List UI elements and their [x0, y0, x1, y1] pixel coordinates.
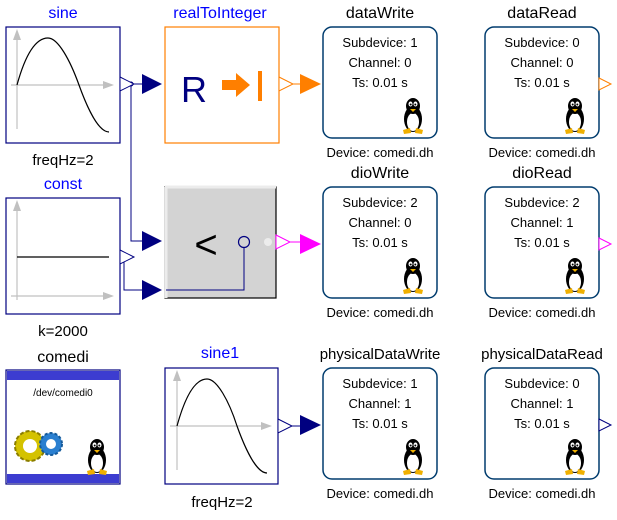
io-output-port[interactable]	[598, 77, 613, 91]
io-block-ts: Ts: 0.01 s	[514, 75, 570, 90]
io-block-ts: Ts: 0.01 s	[514, 416, 570, 431]
sine1-y-axis-arrow	[173, 370, 181, 381]
io-block-channel: Channel: 0	[511, 55, 574, 70]
block-less[interactable]: <	[142, 185, 292, 300]
io-block-channel: Channel: 1	[511, 215, 574, 230]
integer-bar-icon	[258, 71, 262, 101]
block-const-name: const	[44, 176, 83, 193]
block-sine-name: sine	[48, 5, 77, 22]
io-block-name: dataWrite	[346, 5, 414, 22]
block-sine1-name: sine1	[201, 345, 239, 362]
io-block-channel: Channel: 1	[511, 396, 574, 411]
less-internal-input-circle	[237, 235, 251, 249]
io-block-device: Device: comedi.dh	[489, 145, 596, 160]
io-block-name: dioWrite	[351, 165, 409, 182]
block-realToInteger-name: realToInteger	[173, 5, 267, 22]
block-sine1-param: freqHz=2	[191, 494, 252, 511]
io-block-device: Device: comedi.dh	[327, 486, 434, 501]
block-sine-param: freqHz=2	[32, 152, 93, 169]
io-input-port[interactable]	[300, 234, 321, 254]
sine-curve	[16, 37, 110, 133]
io-block-name: physicalDataWrite	[320, 346, 441, 363]
io-input-port[interactable]	[300, 74, 321, 94]
io-block-subdevice: Subdevice: 0	[504, 35, 579, 50]
io-block-ts: Ts: 0.01 s	[352, 416, 408, 431]
io-block-subdevice: Subdevice: 1	[342, 35, 417, 50]
io-block-ts: Ts: 0.01 s	[352, 75, 408, 90]
io-block-subdevice: Subdevice: 2	[504, 195, 579, 210]
io-block-channel: Channel: 1	[349, 396, 412, 411]
io-output-port[interactable]	[598, 237, 613, 251]
block-const[interactable]: const k=2000	[5, 176, 136, 340]
realToInteger-r-glyph: R	[181, 69, 207, 110]
sine1-curve	[176, 378, 268, 474]
less-input1-port[interactable]	[142, 231, 162, 251]
block-sine[interactable]: sine freqHz=2	[5, 5, 136, 169]
comedi-bottom-bar	[7, 474, 119, 483]
less-input2-port[interactable]	[142, 280, 162, 300]
less-output-dot	[264, 238, 272, 246]
sine-output-port[interactable]	[119, 76, 136, 92]
io-block-name: physicalDataRead	[481, 346, 603, 363]
arrow-right-icon	[222, 73, 250, 97]
block-const-frame	[5, 197, 121, 315]
wire-sine-to-less[interactable]	[130, 84, 142, 242]
realToInteger-input-port[interactable]	[142, 74, 162, 94]
io-block-subdevice: Subdevice: 2	[342, 195, 417, 210]
sine-y-axis-arrow	[13, 29, 21, 40]
less-internal-line	[166, 248, 245, 291]
const-x-axis-arrow	[103, 292, 114, 300]
io-output-port[interactable]	[598, 418, 613, 432]
comedi-device-path: /dev/comedi0	[33, 388, 93, 399]
io-block-name: dataRead	[507, 5, 576, 22]
gears-icon	[14, 430, 63, 462]
io-block-device: Device: comedi.dh	[327, 145, 434, 160]
block-comedi-name: comedi	[37, 349, 89, 366]
const-y-axis-arrow	[13, 200, 21, 211]
io-block-device: Device: comedi.dh	[489, 305, 596, 320]
block-const-param: k=2000	[38, 323, 88, 340]
io-block-ts: Ts: 0.01 s	[352, 235, 408, 250]
io-input-port[interactable]	[300, 415, 321, 435]
sine1-output-port[interactable]	[277, 418, 294, 434]
less-than-glyph: <	[194, 223, 217, 267]
realToInteger-output-port[interactable]	[278, 76, 295, 92]
block-sine1[interactable]: sine1 freqHz=2	[164, 345, 294, 511]
wire-const-to-less[interactable]	[123, 256, 142, 291]
io-block-subdevice: Subdevice: 0	[504, 376, 579, 391]
io-block-ts: Ts: 0.01 s	[514, 235, 570, 250]
sine-x-axis-arrow	[103, 81, 114, 89]
io-block-device: Device: comedi.dh	[327, 305, 434, 320]
io-block-channel: Channel: 0	[349, 55, 412, 70]
io-block-subdevice: Subdevice: 1	[342, 376, 417, 391]
const-output-port[interactable]	[119, 249, 136, 265]
block-realToInteger[interactable]: realToInteger R	[142, 5, 295, 144]
block-less-frame	[164, 186, 277, 299]
io-block-name: dioRead	[512, 165, 572, 182]
io-block-device: Device: comedi.dh	[489, 486, 596, 501]
io-block-channel: Channel: 0	[349, 215, 412, 230]
block-comedi[interactable]: comedi /dev/comedi0	[5, 349, 121, 485]
sine1-x-axis-arrow	[261, 422, 272, 430]
less-output-port[interactable]	[275, 234, 292, 250]
comedi-top-bar	[7, 371, 119, 380]
